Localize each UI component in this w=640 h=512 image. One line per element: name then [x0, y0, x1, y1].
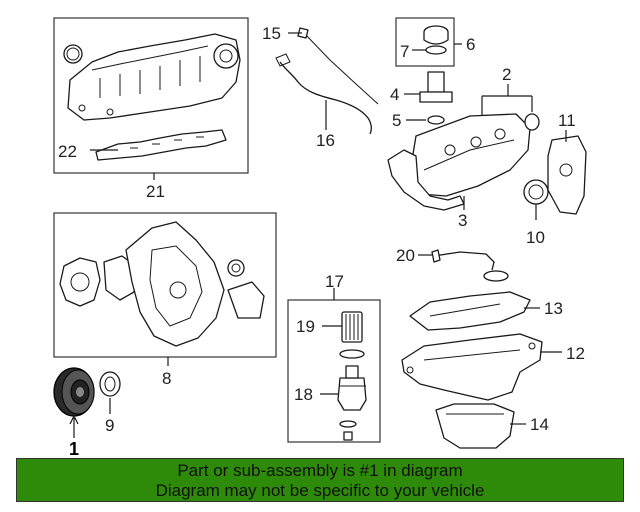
callout-11: 11: [558, 111, 576, 130]
intake-gasket: [95, 129, 227, 161]
drain-plug: [339, 420, 357, 441]
callout-8: 8: [162, 369, 171, 388]
callout-4: 4: [390, 85, 399, 104]
callout-1-arrow: [69, 414, 79, 438]
front-crankshaft-seal: [523, 179, 549, 205]
timing-chain-cover: [125, 221, 225, 347]
footer-line-2: Diagram may not be specific to your vehi…: [155, 481, 485, 500]
footer-line-1: Part or sub-assembly is #1 in diagram: [177, 461, 463, 480]
callout-9: 9: [105, 416, 114, 435]
callout-1: 1: [69, 439, 79, 458]
oil-dipstick: [297, 27, 379, 105]
oil-filter-o-ring: [339, 349, 365, 359]
callout-17: 17: [325, 272, 344, 291]
timing-cover-seal: [227, 259, 245, 277]
callout-19: 19: [296, 317, 315, 336]
callout-5: 5: [392, 111, 401, 130]
callout-16: 16: [316, 131, 335, 150]
group-box-timing-cover: [53, 212, 277, 358]
callout-2: 2: [502, 65, 511, 84]
callout-20: 20: [396, 246, 415, 265]
callout-18: 18: [294, 385, 313, 404]
footer-banner: Part or sub-assembly is #1 in diagram Di…: [16, 458, 624, 502]
front-oil-seal: [99, 371, 121, 397]
oil-pickup-tube: [431, 249, 509, 282]
parts-diagram: 22 21 15 16 7 6 4 5: [53, 17, 587, 458]
oil-filler-neck: [419, 71, 453, 103]
valve-cover-gasket: [387, 149, 465, 211]
dipstick-tube: [275, 53, 372, 135]
callout-15: 15: [262, 24, 281, 43]
intake-manifold: [67, 33, 241, 121]
callout-7: 7: [400, 42, 409, 61]
timing-cover-bracket: [227, 281, 265, 319]
group-box-intake: [53, 17, 249, 174]
water-pump: [59, 257, 101, 307]
callout-21: 21: [146, 182, 165, 201]
callout-14: 14: [530, 415, 549, 434]
intake-manifold-gasket-ring: [63, 44, 83, 64]
callout-6: 6: [466, 35, 475, 54]
spark-plug-tube-seal: [524, 113, 540, 131]
callout-3: 3: [458, 211, 467, 230]
crankshaft-pulley: [53, 367, 95, 417]
oil-pan-baffle: [409, 291, 531, 331]
oil-filler-cap: [423, 25, 449, 45]
oil-filter-element: [341, 311, 363, 343]
oil-pan-upper: [401, 333, 543, 401]
oil-filter-cap: [337, 365, 367, 411]
timing-chain-cover-right: [547, 135, 587, 215]
group-box-filler-cap: [395, 17, 455, 67]
filler-cap-gasket: [425, 45, 447, 55]
callout-22: 22: [58, 142, 77, 161]
oil-pan-lower: [435, 403, 515, 449]
callout-13: 13: [544, 299, 563, 318]
valve-cover: [409, 113, 531, 197]
callout-12: 12: [566, 344, 585, 363]
callout-10: 10: [526, 228, 545, 247]
seal-ring-5: [427, 115, 445, 125]
